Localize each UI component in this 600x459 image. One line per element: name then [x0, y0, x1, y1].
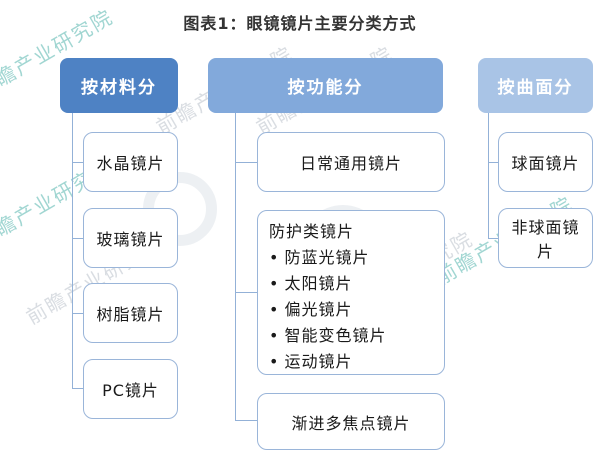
chart-title: 图表1：眼镜镜片主要分类方式: [183, 14, 417, 33]
connector-line: [235, 113, 236, 421]
node-pc-lens: PC镜片: [83, 359, 178, 419]
bullet-sun-lens: 太阳镜片: [269, 271, 386, 297]
header-by-function: 按功能分: [208, 58, 443, 113]
connector-line: [72, 162, 83, 163]
connector-line: [72, 388, 83, 389]
connector-line: [235, 420, 257, 421]
node-glass-lens: 玻璃镜片: [83, 208, 178, 268]
bullet-photochromic-lens: 智能变色镜片: [269, 323, 386, 349]
bullet-polarized-lens: 偏光镜片: [269, 297, 386, 323]
connector-line: [488, 113, 489, 238]
bullet-sports-lens: 运动镜片: [269, 349, 386, 375]
bullet-anti-blue-light: 防蓝光镜片: [269, 245, 386, 271]
node-progressive-multifocal-lens: 渐进多焦点镜片: [257, 393, 445, 450]
connector-line: [72, 113, 73, 389]
header-by-material: 按材料分: [60, 58, 178, 113]
header-by-surface: 按曲面分: [478, 58, 593, 113]
connector-line: [72, 313, 83, 314]
protective-lens-list: 防蓝光镜片 太阳镜片 偏光镜片 智能变色镜片 运动镜片: [269, 245, 386, 375]
connector-line: [72, 238, 83, 239]
connector-line: [235, 162, 257, 163]
node-spherical-lens: 球面镜片: [498, 132, 593, 192]
node-resin-lens: 树脂镜片: [83, 283, 178, 343]
node-aspherical-lens: 非球面镜片: [498, 208, 593, 268]
node-daily-general-lens: 日常通用镜片: [257, 132, 445, 192]
connector-line: [488, 238, 498, 239]
node-protective-lens: 防护类镜片 防蓝光镜片 太阳镜片 偏光镜片 智能变色镜片 运动镜片: [257, 210, 445, 375]
node-protective-lens-label: 防护类镜片: [269, 222, 355, 241]
connector-line: [235, 292, 257, 293]
node-crystal-lens: 水晶镜片: [83, 132, 178, 192]
connector-line: [488, 162, 498, 163]
